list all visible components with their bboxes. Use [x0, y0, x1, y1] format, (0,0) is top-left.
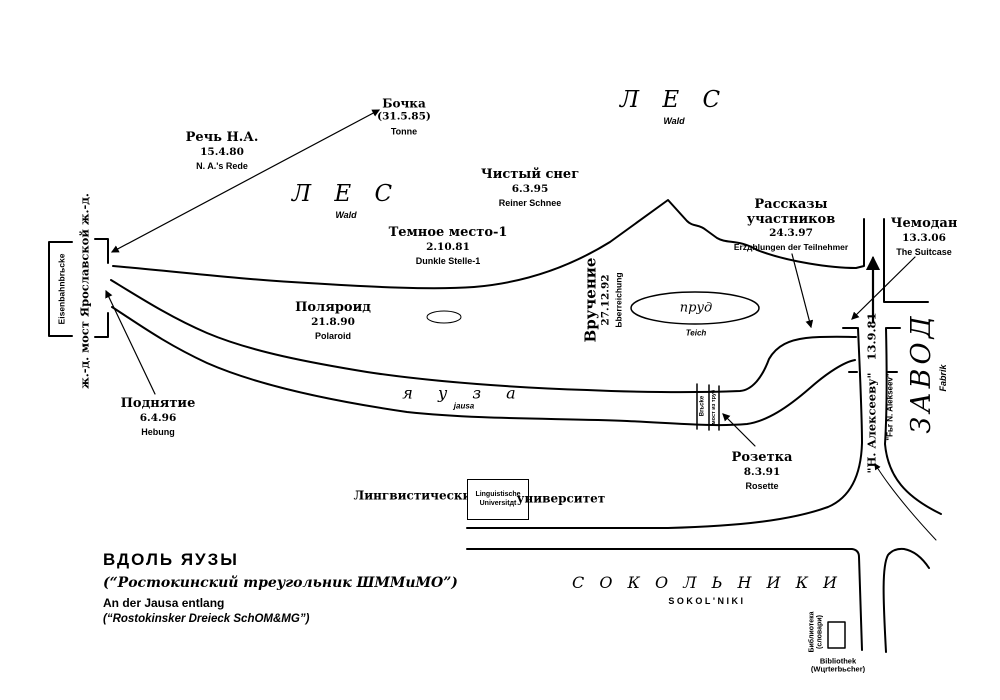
road-left-line — [466, 327, 863, 529]
event-date: 21.8.90 — [311, 315, 355, 328]
university-label-right: университет — [516, 491, 606, 506]
event-date: 6.3.95 — [511, 182, 549, 195]
event-translation: Reiner Schnee — [498, 198, 562, 209]
event-label-vruchenie: Вручение 27.12.92 Ьberreichung — [581, 257, 624, 343]
event-label-rasskazy: Рассказы участников 24.3.97 Erzдhlungen … — [733, 196, 849, 252]
event-translation: Ьberreichung — [613, 272, 624, 328]
forest-name: Л Е С — [619, 87, 729, 114]
rasskazy-arrow — [791, 253, 814, 329]
road-bottom-right-curve — [882, 547, 930, 653]
event-date: 15.4.80 — [200, 145, 244, 158]
podnyatie-arrow — [105, 289, 156, 395]
map-title: ВДОЛЬ ЯУЗЫ — [103, 550, 239, 569]
event-title-line2: участников — [746, 211, 836, 227]
event-translation: The Suitcase — [896, 247, 952, 258]
event-label-bochka: Бочка (31.5.85) Tonne — [377, 96, 431, 137]
pond-name: пруд — [679, 300, 713, 316]
event-translation: Erzдhlungen der Teilnehmer — [733, 241, 849, 252]
rozetka-arrow — [722, 413, 756, 447]
event-translation: Tonne — [390, 126, 418, 137]
event-title: Поднятие — [120, 395, 196, 411]
map-title-block: ВДОЛЬ ЯУЗЫ (“Ростокинский треугольник ШМ… — [103, 550, 458, 625]
valley-top-bank — [112, 199, 865, 290]
event-label-chisty-sneg: Чистый снег 6.3.95 Reiner Schnee — [480, 166, 580, 209]
street-name: "Н. Алексееву" — [864, 372, 879, 474]
map-subtitle-de: (“Rostokinsker Dreieck SchOM&MG”) — [103, 613, 310, 625]
river-bottom-bank — [111, 306, 856, 427]
event-translation: Rosette — [745, 481, 779, 492]
university-box-line1: Linguistische — [475, 490, 521, 498]
railway-bridge-translation: Eisenbahnbrьcke — [56, 253, 67, 325]
forest-label-top: Л Е С Wald — [619, 87, 729, 126]
curved-direction-arrow — [874, 463, 937, 541]
event-date: 13.3.06 — [902, 231, 946, 244]
road-right-top — [883, 218, 929, 303]
event-title: Поляроид — [295, 299, 371, 315]
event-translation: N. A.'s Rede — [196, 161, 248, 172]
railway-bridge-symbol — [94, 238, 109, 338]
university-building: Linguistische Universitдt — [467, 479, 529, 520]
sokolniki-road — [466, 548, 863, 651]
event-translation: Dunkle Stelle-1 — [415, 256, 481, 267]
event-label-rozetka: Розетка 8.3.91 Rosette — [731, 449, 793, 492]
bochka-bridge-double-arrow — [110, 109, 381, 253]
pond-shape — [630, 291, 760, 325]
university-box-line2: Universitдt — [479, 499, 517, 507]
river-translation: jausa — [453, 401, 475, 411]
event-title: Бочка — [382, 96, 426, 111]
map-subtitle-ru: (“Ростокинский треугольник ШММиМО”) — [103, 575, 458, 591]
event-date: 24.3.97 — [769, 226, 813, 239]
event-title: Речь Н.А. — [185, 129, 259, 145]
forest-translation: Wald — [663, 115, 685, 126]
river-top-bank — [110, 279, 857, 394]
event-title-line1: Рассказы — [754, 196, 828, 212]
university-label-left: Лингвистический — [353, 488, 481, 503]
district-name: С О К О Л Ь Н И К И — [571, 573, 843, 593]
road-right-line — [884, 327, 942, 515]
forest-translation: Wald — [335, 209, 357, 220]
map-title-de: An der Jausa entlang — [103, 596, 225, 610]
event-translation: Hebung — [141, 427, 175, 438]
event-title: Чемодан — [890, 215, 958, 231]
eisenbahnbruecke-bracket — [48, 241, 73, 337]
railway-bridge-label: ж.-д. мост Ярославской ж.-д. — [77, 193, 92, 389]
event-date: 6.4.96 — [139, 411, 177, 424]
factory-translation: Fabrik — [938, 364, 949, 392]
event-title: Розетка — [731, 449, 793, 465]
river-label: я у з а jausa — [402, 383, 526, 412]
street-date: 13.9.81 — [864, 312, 879, 361]
sokolniki-label: С О К О Л Ь Н И К И SOKOL'NIKI — [572, 574, 842, 606]
factory-label: ЗАВОД — [906, 312, 938, 434]
event-title: Чистый снег — [480, 166, 580, 182]
event-date: 2.10.81 — [426, 240, 470, 253]
event-label-polaroid: Поляроид 21.8.90 Polaroid — [295, 299, 371, 342]
pond-label: пруд — [679, 300, 713, 317]
library-label-ru: Библиотека (словари) — [808, 611, 823, 653]
event-label-temnoe-mesto: Темное место-1 2.10.81 Dunkle Stelle-1 — [388, 224, 508, 267]
pipe-bridge-label-ru: мост из труб — [710, 389, 717, 425]
library-building — [827, 621, 846, 649]
library-caption: Bibliothek (Wцrterbьcher) — [810, 656, 866, 674]
small-pond-shape — [426, 310, 462, 324]
street-label: "Н. Алексееву" 13.9.81 — [864, 312, 879, 474]
pond-translation: Teich — [685, 328, 707, 338]
event-translation: Polaroid — [314, 331, 352, 342]
event-title: Вручение — [581, 257, 600, 343]
district-translit: SOKOL'NIKI — [668, 595, 746, 606]
event-label-rech: Речь Н.А. 15.4.80 N. A.'s Rede — [185, 129, 259, 172]
event-date: (31.5.85) — [377, 110, 431, 123]
event-label-chemodan: Чемодан 13.3.06 The Suitcase — [890, 215, 958, 258]
forest-name: Л Е С — [291, 181, 401, 208]
event-date: 8.3.91 — [743, 465, 781, 478]
event-label-podnyatie: Поднятие 6.4.96 Hebung — [120, 395, 196, 438]
street-translation: "Fьr N. Alekseev" — [885, 373, 895, 441]
event-title: Темное место-1 — [388, 224, 508, 240]
forest-label-mid: Л Е С Wald — [291, 181, 401, 220]
chemodan-arrow — [851, 256, 916, 320]
event-date: 27.12.92 — [598, 274, 611, 326]
pipe-bridge-shape — [696, 383, 720, 431]
river-name: я у з а — [402, 383, 526, 403]
pipe-bridge-label-de: Brьcke — [699, 395, 706, 417]
